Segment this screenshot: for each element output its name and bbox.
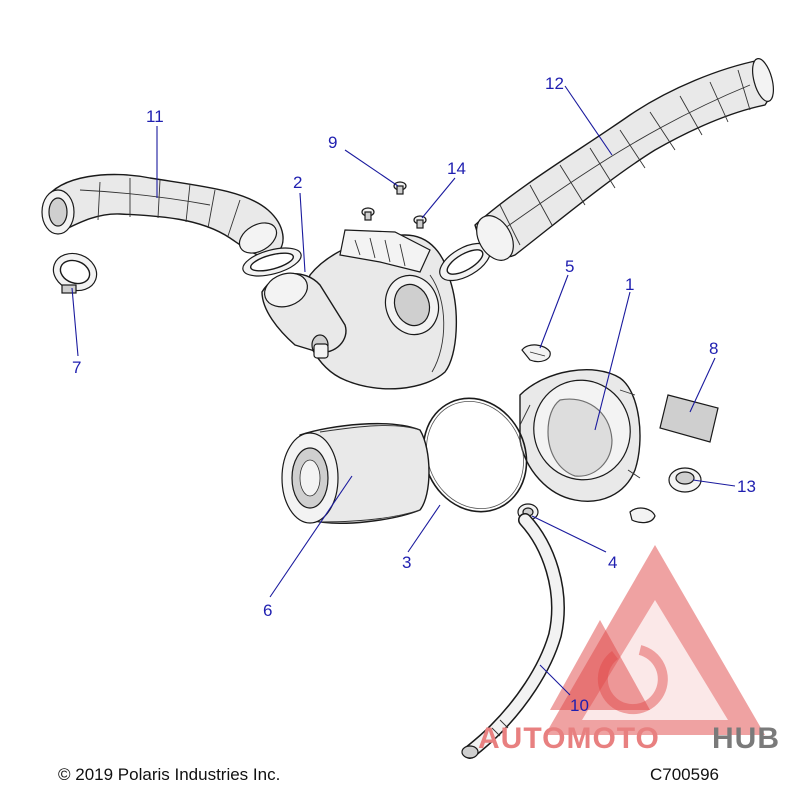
part-8-label bbox=[659, 394, 719, 443]
callout-13: 13 bbox=[737, 477, 756, 496]
callout-6: 6 bbox=[263, 601, 272, 620]
part-13-grommet bbox=[668, 467, 702, 493]
part-7-hose-clamp bbox=[52, 252, 98, 294]
watermark-text: AUTOMOTO HUB bbox=[478, 722, 780, 755]
part-11-intake-duct-left bbox=[41, 173, 284, 258]
watermark-logo bbox=[545, 545, 765, 735]
part-10-drain-tube bbox=[461, 513, 565, 759]
part-2-air-box bbox=[261, 229, 458, 390]
diagram-code: C700596 bbox=[650, 765, 719, 784]
part-5-clip bbox=[521, 344, 551, 363]
callout-3: 3 bbox=[402, 553, 411, 572]
callout-8: 8 bbox=[709, 339, 718, 358]
callout-5: 5 bbox=[565, 257, 574, 276]
part-6-air-filter bbox=[281, 423, 430, 524]
callout-4: 4 bbox=[608, 553, 617, 572]
callout-10: 10 bbox=[570, 696, 589, 715]
part-12-intake-duct-right bbox=[474, 58, 774, 261]
clamp-airbox-inlet bbox=[242, 247, 302, 277]
part-14-screw bbox=[413, 215, 427, 229]
clip-lower-right bbox=[629, 507, 656, 524]
callout-9: 9 bbox=[328, 133, 337, 152]
part-1-air-box-cover bbox=[519, 369, 641, 502]
callout-7: 7 bbox=[72, 358, 81, 377]
watermark-brand-grey: HUB bbox=[712, 722, 780, 755]
callout-12: 12 bbox=[545, 74, 564, 93]
watermark-brand-red: AUTOMOTO bbox=[478, 722, 660, 755]
clamp-airbox-outlet bbox=[439, 242, 491, 282]
callout-2: 2 bbox=[293, 173, 302, 192]
callout-1: 1 bbox=[625, 275, 634, 294]
callout-11: 11 bbox=[146, 107, 164, 126]
part-9-screw bbox=[361, 181, 407, 221]
callout-14: 14 bbox=[447, 159, 466, 178]
copyright-text: © 2019 Polaris Industries Inc. bbox=[58, 765, 280, 784]
part-3-gasket bbox=[422, 397, 528, 513]
leader-lines bbox=[71, 85, 736, 696]
